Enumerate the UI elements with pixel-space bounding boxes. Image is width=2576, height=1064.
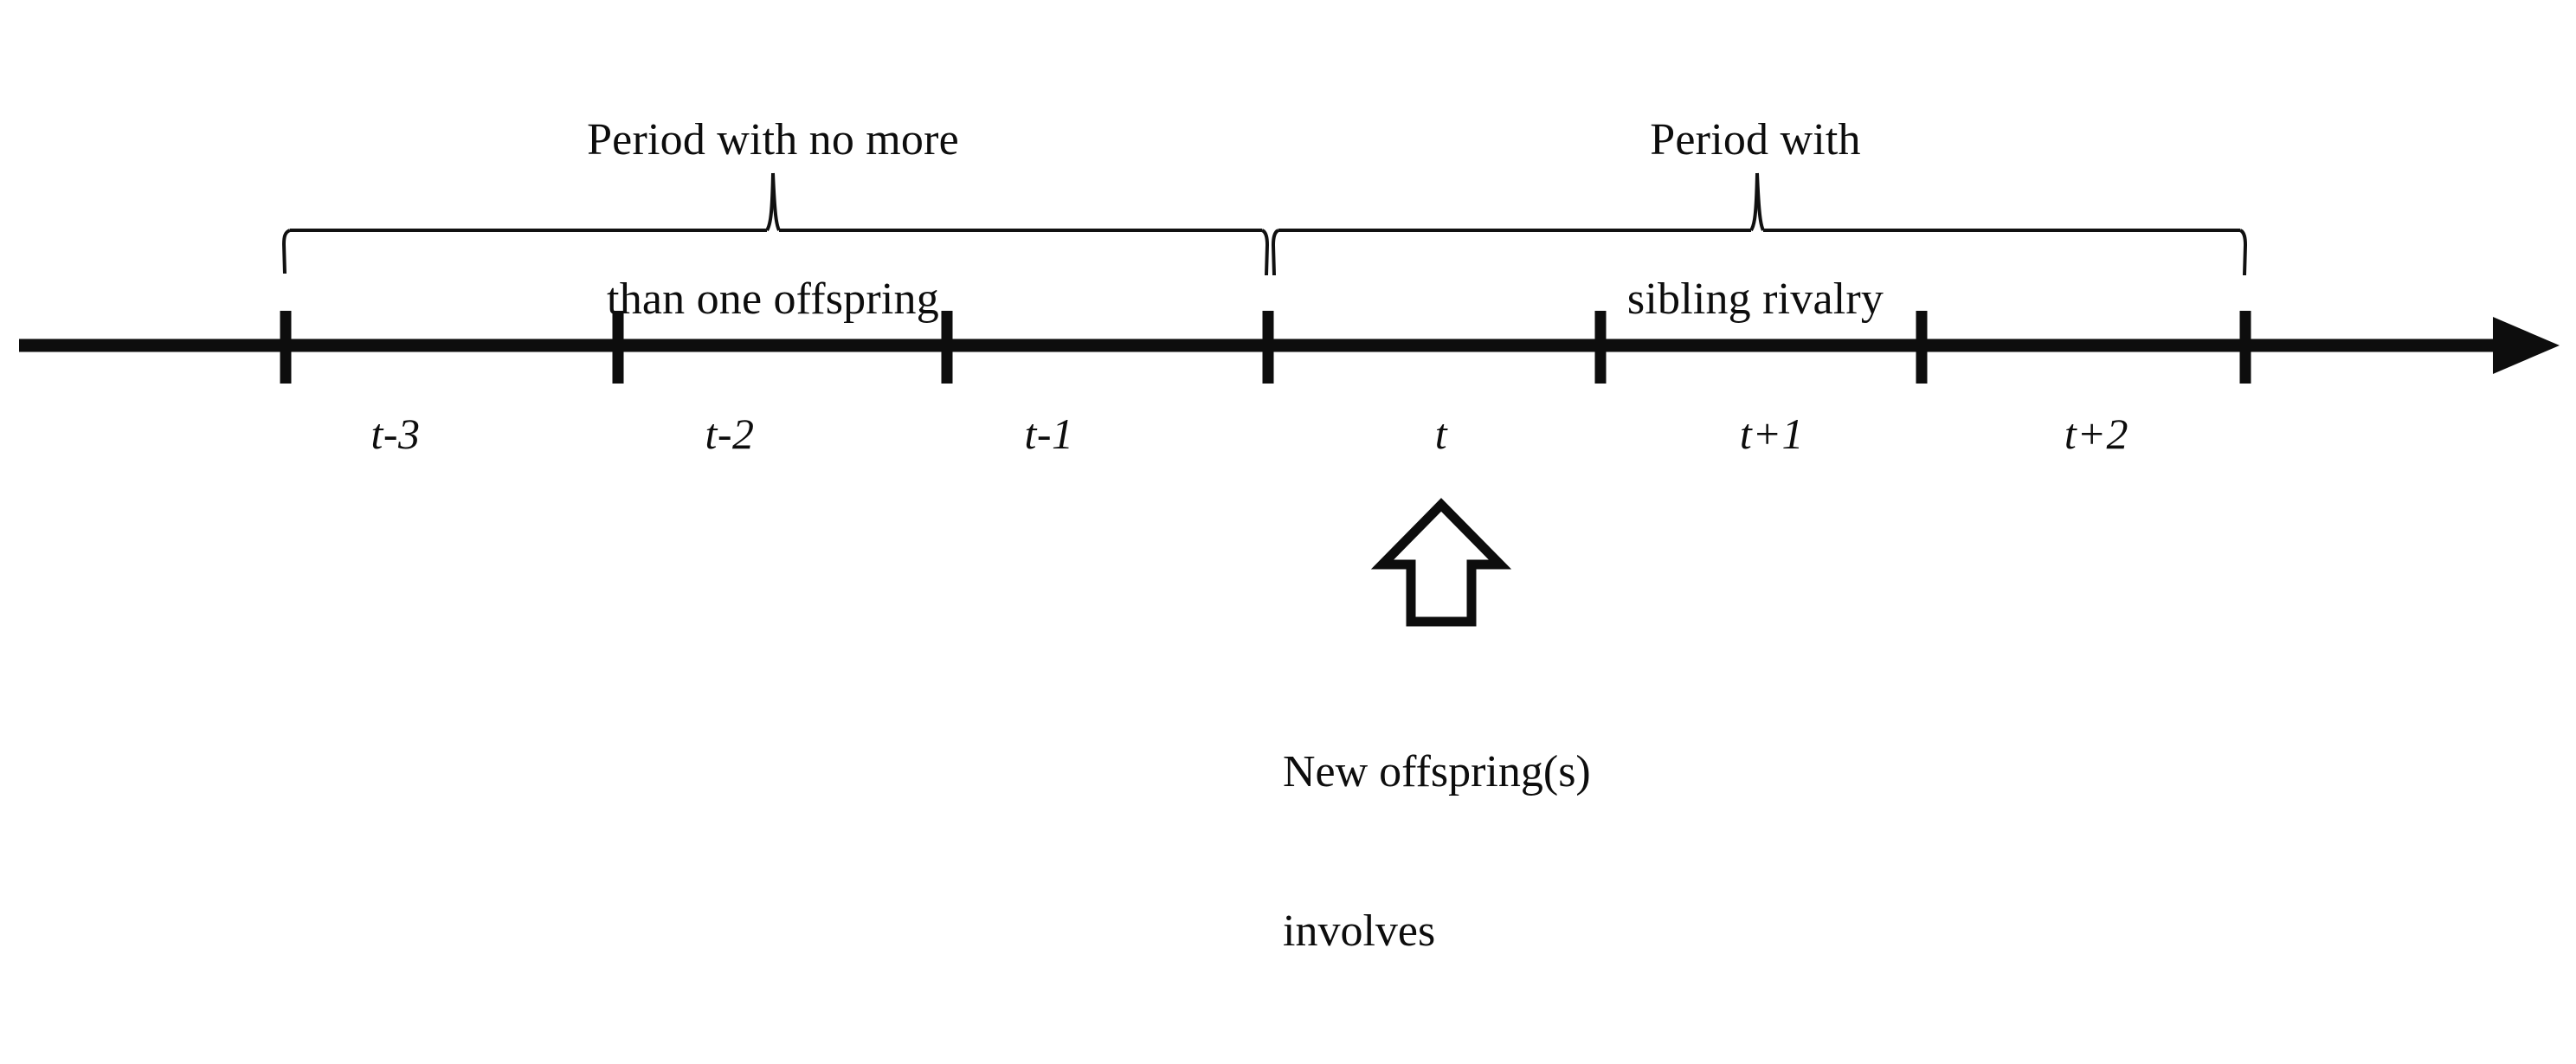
annotation-label-line: New offspring(s)	[1283, 746, 1591, 796]
bracket-sibling-rivalry	[1271, 172, 2248, 276]
new-offspring-pointer	[1370, 498, 1512, 627]
timeline-graphic	[19, 172, 2560, 627]
axis-tick-label-t-plus-1: t+1	[1739, 409, 1805, 458]
axis-ticks	[280, 311, 2251, 384]
bracket-label-line: than one offspring	[607, 274, 939, 324]
up-arrow-icon	[1370, 498, 1512, 627]
bracket-no-more-offspring	[281, 172, 1270, 276]
bracket-label-line: sibling rivalry	[1626, 274, 1884, 324]
bracket-label-line: Period with	[1650, 114, 1861, 164]
timeline-figure: Period with no more than one offspring P…	[19, 7, 2560, 956]
annotation-label-line: involves	[1283, 906, 1436, 956]
bracket-label-sibling-rivalry: Period with sibling rivalry	[1517, 7, 1993, 432]
time-axis	[19, 317, 2560, 374]
axis-tick-label-t-minus-2: t-2	[705, 409, 755, 458]
axis-arrowhead-icon	[2493, 317, 2560, 374]
axis-tick-label-t-minus-1: t-1	[1024, 409, 1074, 458]
bracket-label-no-more-offspring: Period with no more than one offspring	[414, 7, 1132, 432]
axis-tick-label-t: t	[1434, 409, 1448, 458]
axis-tick-label-t-plus-2: t+2	[2064, 409, 2129, 458]
annotation-label-new-offspring: New offspring(s) involves	[1283, 639, 1906, 1064]
axis-tick-label-t-minus-3: t-3	[370, 409, 421, 458]
bracket-label-line: Period with no more	[587, 114, 959, 164]
